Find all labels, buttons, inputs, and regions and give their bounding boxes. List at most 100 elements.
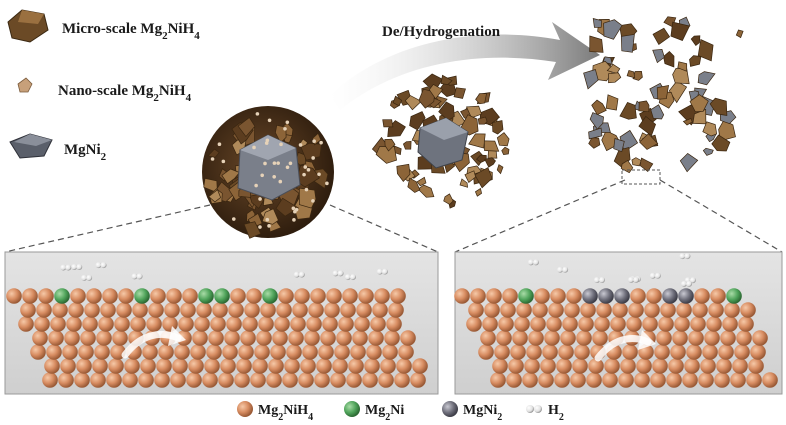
nano-particle-icon bbox=[17, 77, 33, 93]
lattice-atom bbox=[730, 372, 746, 388]
nano-particle bbox=[272, 161, 277, 165]
nano-particle bbox=[303, 165, 308, 169]
particle-fragment bbox=[638, 115, 657, 137]
lattice-atom bbox=[154, 372, 170, 388]
lattice-atom bbox=[34, 316, 50, 332]
nano-particle bbox=[293, 209, 297, 214]
particle-fragment bbox=[417, 184, 435, 198]
lattice-atom bbox=[670, 344, 686, 360]
lattice-atom bbox=[80, 330, 96, 346]
particle-fragment bbox=[396, 163, 411, 183]
lattice-atom bbox=[560, 330, 576, 346]
lattice-atom bbox=[180, 302, 196, 318]
lattice-atom bbox=[486, 288, 502, 304]
lattice-atom bbox=[112, 330, 128, 346]
lattice-atom bbox=[124, 358, 140, 374]
particle-fragment bbox=[492, 120, 504, 135]
lattice-atom bbox=[62, 344, 78, 360]
lattice-atom bbox=[550, 288, 566, 304]
lattice-atom bbox=[220, 358, 236, 374]
nano-particle bbox=[304, 187, 309, 192]
lattice-atom bbox=[740, 302, 756, 318]
nano-particle bbox=[292, 218, 296, 222]
lattice-atom bbox=[300, 358, 316, 374]
lattice-atom bbox=[284, 358, 300, 374]
lattice-atom bbox=[240, 330, 256, 346]
lattice-atom bbox=[388, 302, 404, 318]
lattice-atom bbox=[666, 372, 682, 388]
lattice-atom bbox=[230, 288, 246, 304]
lattice-atom bbox=[604, 358, 620, 374]
lattice-atom bbox=[674, 316, 690, 332]
lattice-atom bbox=[390, 288, 406, 304]
lattice-atom bbox=[46, 344, 62, 360]
particle-fragment bbox=[679, 152, 699, 173]
nano-particle bbox=[258, 197, 262, 201]
lattice-atom bbox=[650, 372, 666, 388]
particle-fragment bbox=[711, 134, 731, 152]
nano-particle bbox=[291, 206, 296, 211]
lattice-atom bbox=[622, 344, 638, 360]
lattice-atom bbox=[274, 316, 290, 332]
lattice-atom bbox=[610, 316, 626, 332]
cracked-cluster bbox=[371, 73, 510, 209]
lattice-atom bbox=[480, 330, 496, 346]
lattice-atom bbox=[238, 344, 254, 360]
particle-fragment bbox=[453, 87, 466, 99]
lattice-atom bbox=[78, 344, 94, 360]
lattice-atom bbox=[542, 344, 558, 360]
lattice-atom bbox=[386, 316, 402, 332]
lattice-atom bbox=[346, 372, 362, 388]
lattice-atom bbox=[630, 288, 646, 304]
process-label: De/Hydrogenation bbox=[382, 24, 501, 40]
particle-fragment bbox=[221, 168, 241, 185]
lattice-atom bbox=[720, 330, 736, 346]
lattice-atom bbox=[492, 358, 508, 374]
particle-fragment bbox=[702, 121, 718, 137]
particle-fragment bbox=[735, 29, 744, 39]
lattice-atom bbox=[714, 372, 730, 388]
lattice-atom bbox=[138, 372, 154, 388]
lattice-atom bbox=[690, 316, 706, 332]
nano-particle bbox=[283, 127, 287, 131]
lattice-atom bbox=[310, 288, 326, 304]
lattice-atom bbox=[224, 330, 240, 346]
h2-molecule bbox=[593, 277, 600, 284]
lattice-atom bbox=[580, 302, 596, 318]
nano-particle bbox=[279, 142, 283, 147]
lattice-atom bbox=[316, 358, 332, 374]
zoom-box bbox=[621, 169, 661, 185]
particle-fragment bbox=[407, 177, 421, 193]
lattice-atom bbox=[234, 372, 250, 388]
lattice-atom bbox=[718, 344, 734, 360]
lattice-atom bbox=[276, 302, 292, 318]
mgni2-particle-icon bbox=[9, 133, 53, 159]
particle-fragment bbox=[384, 138, 396, 152]
lattice-atom bbox=[558, 344, 574, 360]
lattice-atom bbox=[204, 358, 220, 374]
lattice-atom bbox=[262, 288, 278, 304]
lattice-atom bbox=[20, 302, 36, 318]
lattice-atom bbox=[268, 358, 284, 374]
lattice-atom bbox=[354, 316, 370, 332]
particle-fragment bbox=[631, 157, 642, 167]
lattice-atom bbox=[454, 288, 470, 304]
h2-molecule bbox=[332, 270, 339, 277]
lattice-atom bbox=[556, 358, 572, 374]
lattice-atom bbox=[320, 330, 336, 346]
lattice-atom bbox=[722, 316, 738, 332]
lattice-atom bbox=[182, 288, 198, 304]
particle-fragment bbox=[697, 71, 716, 86]
lattice-atom bbox=[94, 344, 110, 360]
lattice-atom bbox=[158, 344, 174, 360]
lattice-atom bbox=[526, 344, 542, 360]
particle-fragment bbox=[418, 88, 436, 109]
lattice-atom bbox=[174, 344, 190, 360]
nano-particle bbox=[254, 183, 258, 188]
h2-molecule bbox=[293, 271, 300, 278]
lattice-atom bbox=[222, 344, 238, 360]
lattice-atom bbox=[210, 316, 226, 332]
lattice-atom bbox=[338, 316, 354, 332]
lattice-atom bbox=[306, 316, 322, 332]
